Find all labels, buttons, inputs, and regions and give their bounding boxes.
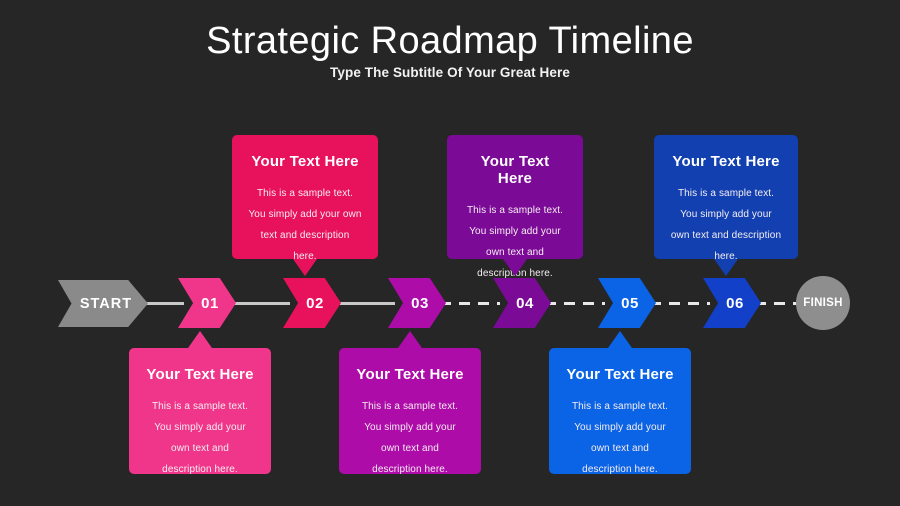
timeline-step-05[interactable]: 05 bbox=[598, 278, 656, 328]
card-title: Your Text Here bbox=[251, 153, 359, 170]
card-title: Your Text Here bbox=[146, 366, 254, 383]
card-pointer-tail bbox=[293, 259, 317, 276]
card-pointer-tail bbox=[608, 331, 632, 348]
finish-label: FINISH bbox=[803, 297, 843, 309]
card-title: Your Text Here bbox=[566, 366, 674, 383]
card-body-text: This is a sample text. You simply add yo… bbox=[361, 401, 459, 475]
start-label: START bbox=[79, 295, 133, 312]
card-title: Your Text Here bbox=[356, 366, 464, 383]
card-pointer-tail bbox=[188, 331, 212, 348]
step-number-label: 01 bbox=[201, 294, 219, 312]
step-number-label: 02 bbox=[306, 294, 324, 312]
timeline-connector-5 bbox=[545, 302, 605, 305]
step-number-label: 04 bbox=[516, 294, 534, 312]
page-subtitle: Type The Subtitle Of Your Great Here bbox=[330, 65, 570, 80]
card-pointer-tail bbox=[503, 259, 527, 276]
timeline-connector-2 bbox=[230, 302, 290, 305]
timeline-step-06[interactable]: 06 bbox=[703, 278, 761, 328]
card-pointer-tail bbox=[714, 259, 738, 276]
step-number-label: 05 bbox=[621, 294, 639, 312]
step-number-label: 03 bbox=[411, 294, 429, 312]
timeline-connector-4 bbox=[440, 302, 500, 305]
step-number-label: 06 bbox=[726, 294, 744, 312]
timeline-connector-3 bbox=[335, 302, 395, 305]
timeline-finish-marker[interactable]: FINISH bbox=[796, 276, 850, 330]
timeline-connector-7 bbox=[755, 302, 799, 305]
page-title: Strategic Roadmap Timeline bbox=[206, 20, 694, 62]
card-title: Your Text Here bbox=[672, 153, 780, 170]
timeline-step-03[interactable]: 03 bbox=[388, 278, 446, 328]
timeline-connector-6 bbox=[650, 302, 710, 305]
timeline-step-02[interactable]: 02 bbox=[283, 278, 341, 328]
card-pointer-tail bbox=[398, 331, 422, 348]
card-body-text: This is a sample text. You simply add yo… bbox=[151, 401, 249, 475]
timeline-step-04[interactable]: 04 bbox=[493, 278, 551, 328]
card-title: Your Text Here bbox=[480, 153, 550, 187]
card-body-text: This is a sample text. You simply add yo… bbox=[248, 188, 362, 262]
card-body-text: This is a sample text. You simply add yo… bbox=[571, 401, 669, 475]
timeline-connector-1 bbox=[144, 302, 184, 305]
timeline-step-01[interactable]: 01 bbox=[178, 278, 236, 328]
timeline-start-marker[interactable]: START bbox=[58, 280, 148, 327]
card-body-text: This is a sample text. You simply add yo… bbox=[670, 188, 782, 262]
